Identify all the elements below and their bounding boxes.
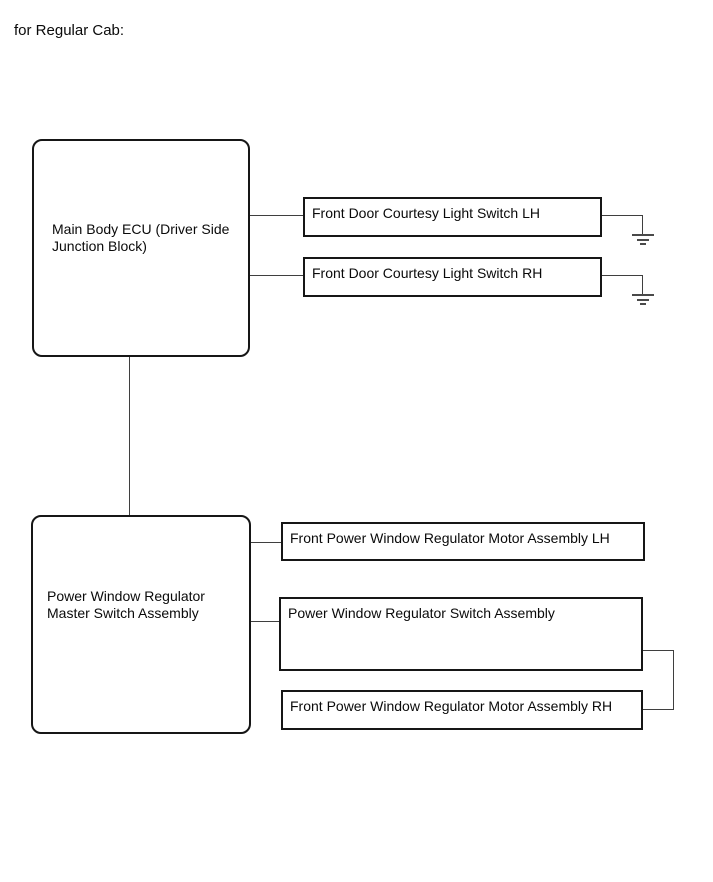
node-main-body-ecu: Main Body ECU (Driver Side Junction Bloc… (32, 139, 250, 357)
node-master-switch-assembly: Power Window Regulator Master Switch Ass… (31, 515, 251, 734)
wire-courtesy-rh-to-ground (602, 275, 643, 276)
ground-stem (642, 216, 643, 234)
node-regulator-switch-assembly: Power Window Regulator Switch Assembly (279, 597, 643, 671)
ground-icon (632, 216, 654, 246)
ground-bar (632, 234, 654, 236)
wire-bracket-to-motor-rh (643, 709, 674, 710)
node-master-switch-assembly-label: Power Window Regulator Master Switch Ass… (47, 588, 205, 621)
node-motor-assembly-rh-label: Front Power Window Regulator Motor Assem… (290, 698, 613, 714)
wire-bracket-vertical (673, 650, 674, 710)
wire-master-to-motor-lh (251, 542, 281, 543)
node-courtesy-light-switch-rh-label: Front Door Courtesy Light Switch RH (312, 265, 543, 281)
diagram-title: for Regular Cab: (14, 22, 125, 39)
ground-bar (640, 243, 646, 245)
wire-ecu-to-courtesy-rh (250, 275, 303, 276)
ground-bar (637, 299, 649, 301)
node-motor-assembly-lh: Front Power Window Regulator Motor Assem… (281, 522, 645, 561)
node-courtesy-light-switch-lh-label: Front Door Courtesy Light Switch LH (312, 205, 540, 221)
ground-icon (632, 276, 654, 306)
ground-bar (637, 239, 649, 241)
ground-bar (640, 303, 646, 305)
node-motor-assembly-rh: Front Power Window Regulator Motor Assem… (281, 690, 643, 730)
node-courtesy-light-switch-lh: Front Door Courtesy Light Switch LH (303, 197, 602, 237)
node-motor-assembly-lh-label: Front Power Window Regulator Motor Assem… (290, 530, 610, 546)
node-courtesy-light-switch-rh: Front Door Courtesy Light Switch RH (303, 257, 602, 297)
ground-bar (632, 294, 654, 296)
wire-switch-assembly-to-bracket (643, 650, 674, 651)
ground-stem (642, 276, 643, 294)
node-main-body-ecu-label: Main Body ECU (Driver Side Junction Bloc… (52, 221, 230, 254)
wire-courtesy-lh-to-ground (602, 215, 643, 216)
node-regulator-switch-assembly-label: Power Window Regulator Switch Assembly (288, 605, 555, 621)
wire-master-to-switch-assembly (251, 621, 279, 622)
wire-ecu-to-master-switch (129, 357, 130, 515)
wire-ecu-to-courtesy-lh (250, 215, 303, 216)
